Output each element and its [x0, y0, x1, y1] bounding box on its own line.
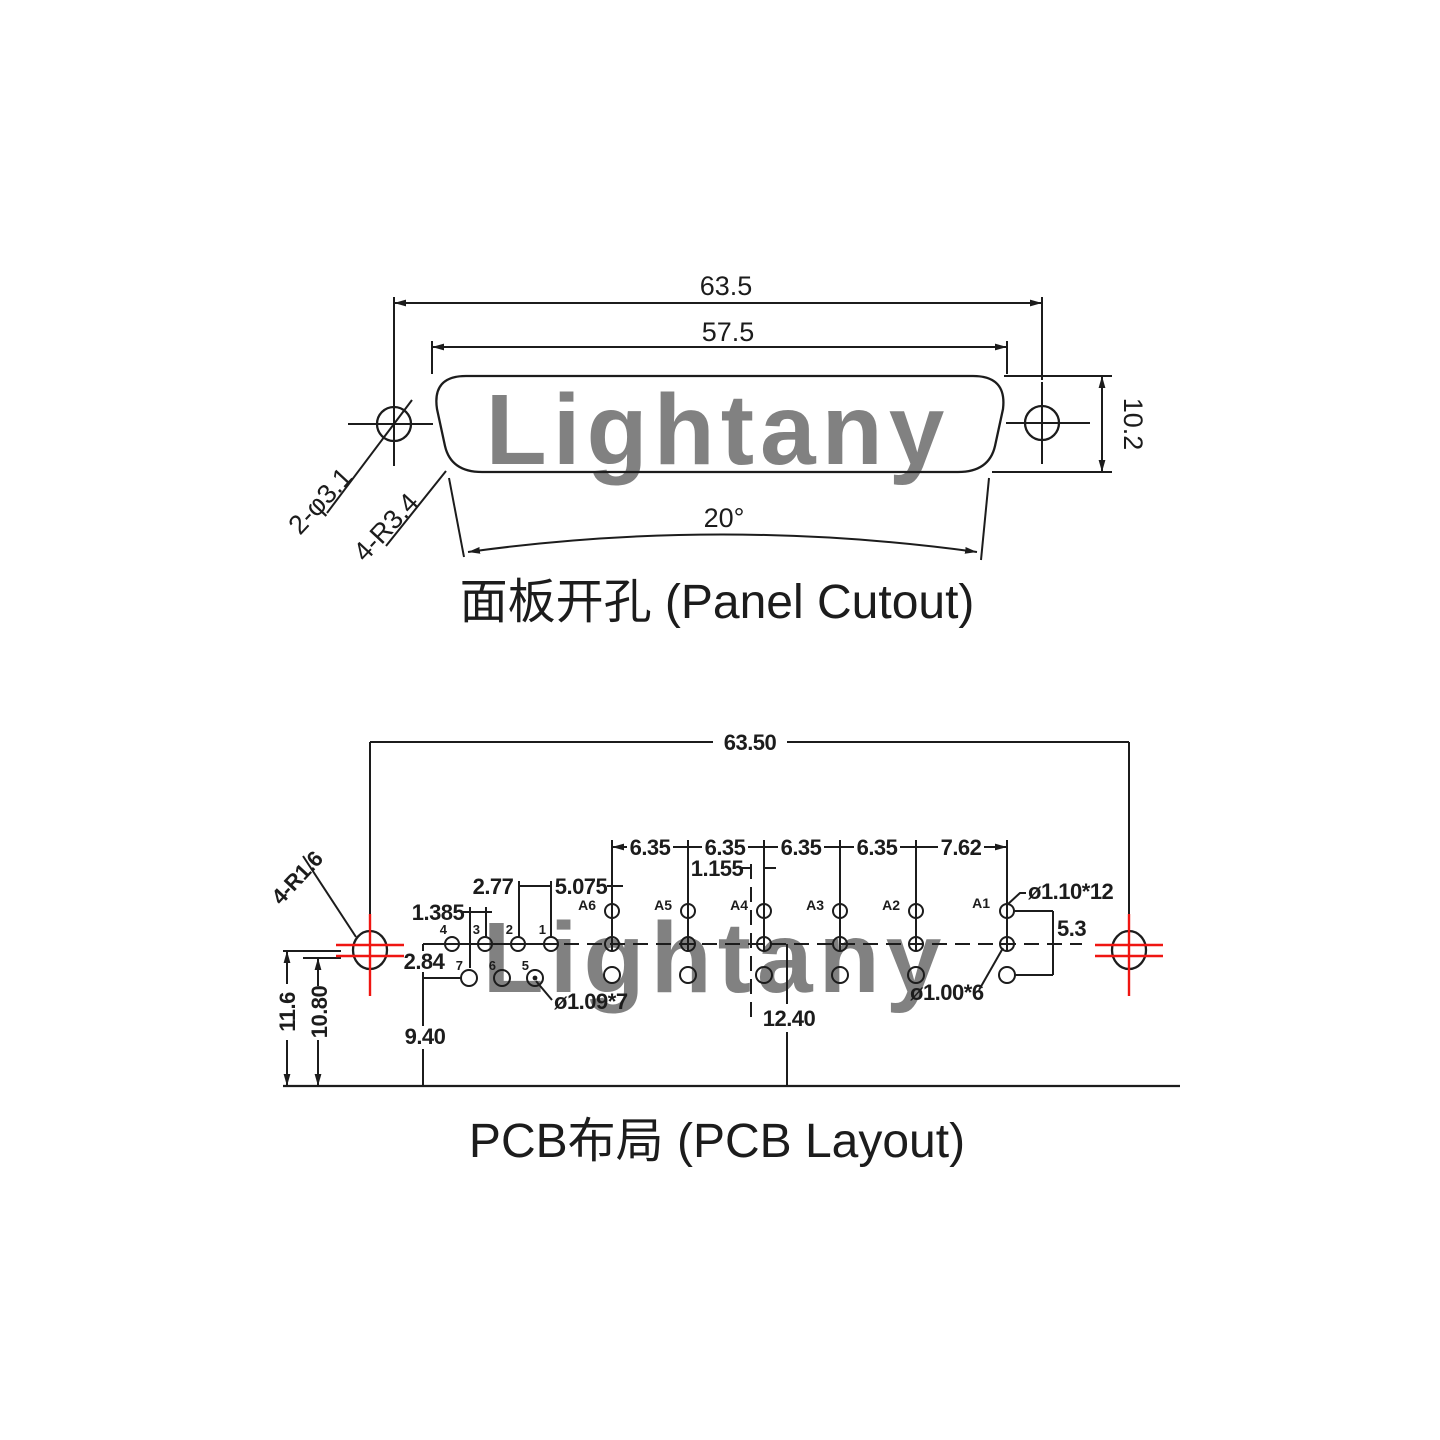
leader-hole-a — [978, 947, 1004, 991]
dim-2_77 — [518, 881, 552, 937]
label-57_5: 57.5 — [702, 317, 755, 347]
dim-pitch-chain — [611, 840, 1008, 951]
pin5-center-dot — [532, 975, 538, 981]
dim-11_6 — [283, 950, 341, 1086]
panel-cutout-title: 面板开孔 (Panel Cutout) — [460, 576, 975, 629]
pin-label-a6: A6 — [578, 897, 596, 913]
watermark-top: Lightany — [486, 374, 951, 486]
leader-hole-big — [1007, 892, 1026, 905]
dim-57_5 — [431, 341, 1008, 374]
dim-63_50 — [369, 741, 1130, 930]
label-10_2: 10.2 — [1118, 398, 1148, 451]
watermark-bottom: Lightany — [483, 902, 948, 1014]
panel-hole-right — [1006, 382, 1090, 464]
leader-4r1_6 — [302, 855, 357, 938]
pin-label-1: 1 — [539, 922, 546, 937]
label-4r3_4: 4-R3.4 — [347, 487, 424, 567]
label-7_62: 7.62 — [941, 835, 982, 860]
pin-label-4: 4 — [440, 922, 448, 937]
pin-label-a5: A5 — [654, 897, 672, 913]
pin-label-6: 6 — [489, 958, 496, 973]
label-2phi3_1: 2-φ3.1 — [282, 462, 358, 540]
pin-label-a4: A4 — [730, 897, 748, 913]
pcb-layout-drawing: 63.50 6.35 6.35 6.35 6.35 7.62 1.155 2.7… — [266, 730, 1180, 1168]
leader-2phi3_1 — [326, 399, 413, 514]
label-9_40: 9.40 — [405, 1024, 446, 1049]
label-hole-a: ø1.00*6 — [910, 980, 984, 1005]
pin-label-3: 3 — [473, 922, 480, 937]
label-2_77: 2.77 — [473, 874, 514, 899]
label-5_075: 5.075 — [555, 874, 608, 899]
label-63_5: 63.5 — [700, 271, 753, 301]
label-4r1_6: 4-R1.6 — [266, 846, 327, 909]
label-1_385: 1.385 — [412, 900, 465, 925]
dim-1_385 — [461, 907, 492, 968]
label-12_40: 12.40 — [763, 1006, 816, 1031]
cutout-outline — [435, 374, 1005, 474]
label-pitch-4: 6.35 — [857, 835, 898, 860]
label-2_84: 2.84 — [404, 949, 446, 974]
label-5_3: 5.3 — [1057, 916, 1086, 941]
pin-label-5: 5 — [522, 958, 529, 973]
pcb-layout-title: PCB布局 (PCB Layout) — [469, 1115, 965, 1168]
label-10_80: 10.80 — [307, 985, 332, 1038]
dim-20deg — [448, 477, 990, 561]
label-hole-small: ø1.09*7 — [554, 989, 628, 1014]
pcb-pin-circles — [444, 903, 1016, 987]
label-63_50: 63.50 — [724, 730, 777, 755]
pin-label-a1: A1 — [972, 895, 990, 911]
dim-63_5 — [393, 297, 1043, 388]
panel-hole-left — [348, 382, 433, 466]
dim-10_2 — [992, 375, 1112, 473]
pin-label-a3: A3 — [806, 897, 824, 913]
label-pitch-2: 6.35 — [705, 835, 746, 860]
red-crosshairs — [336, 914, 1163, 996]
pin-label-a2: A2 — [882, 897, 900, 913]
leader-4r3_4 — [385, 470, 447, 547]
pin-label-7: 7 — [456, 958, 463, 973]
label-hole-big: ø1.10*12 — [1028, 879, 1114, 904]
label-pitch-3: 6.35 — [781, 835, 822, 860]
dim-5_3 — [1014, 910, 1054, 976]
dim-10_80 — [303, 957, 341, 1086]
label-20deg: 20° — [704, 503, 745, 533]
label-pitch-1: 6.35 — [630, 835, 671, 860]
label-11_6: 11.6 — [275, 992, 300, 1032]
label-1_155: 1.155 — [691, 856, 744, 881]
pin-label-2: 2 — [506, 922, 513, 937]
